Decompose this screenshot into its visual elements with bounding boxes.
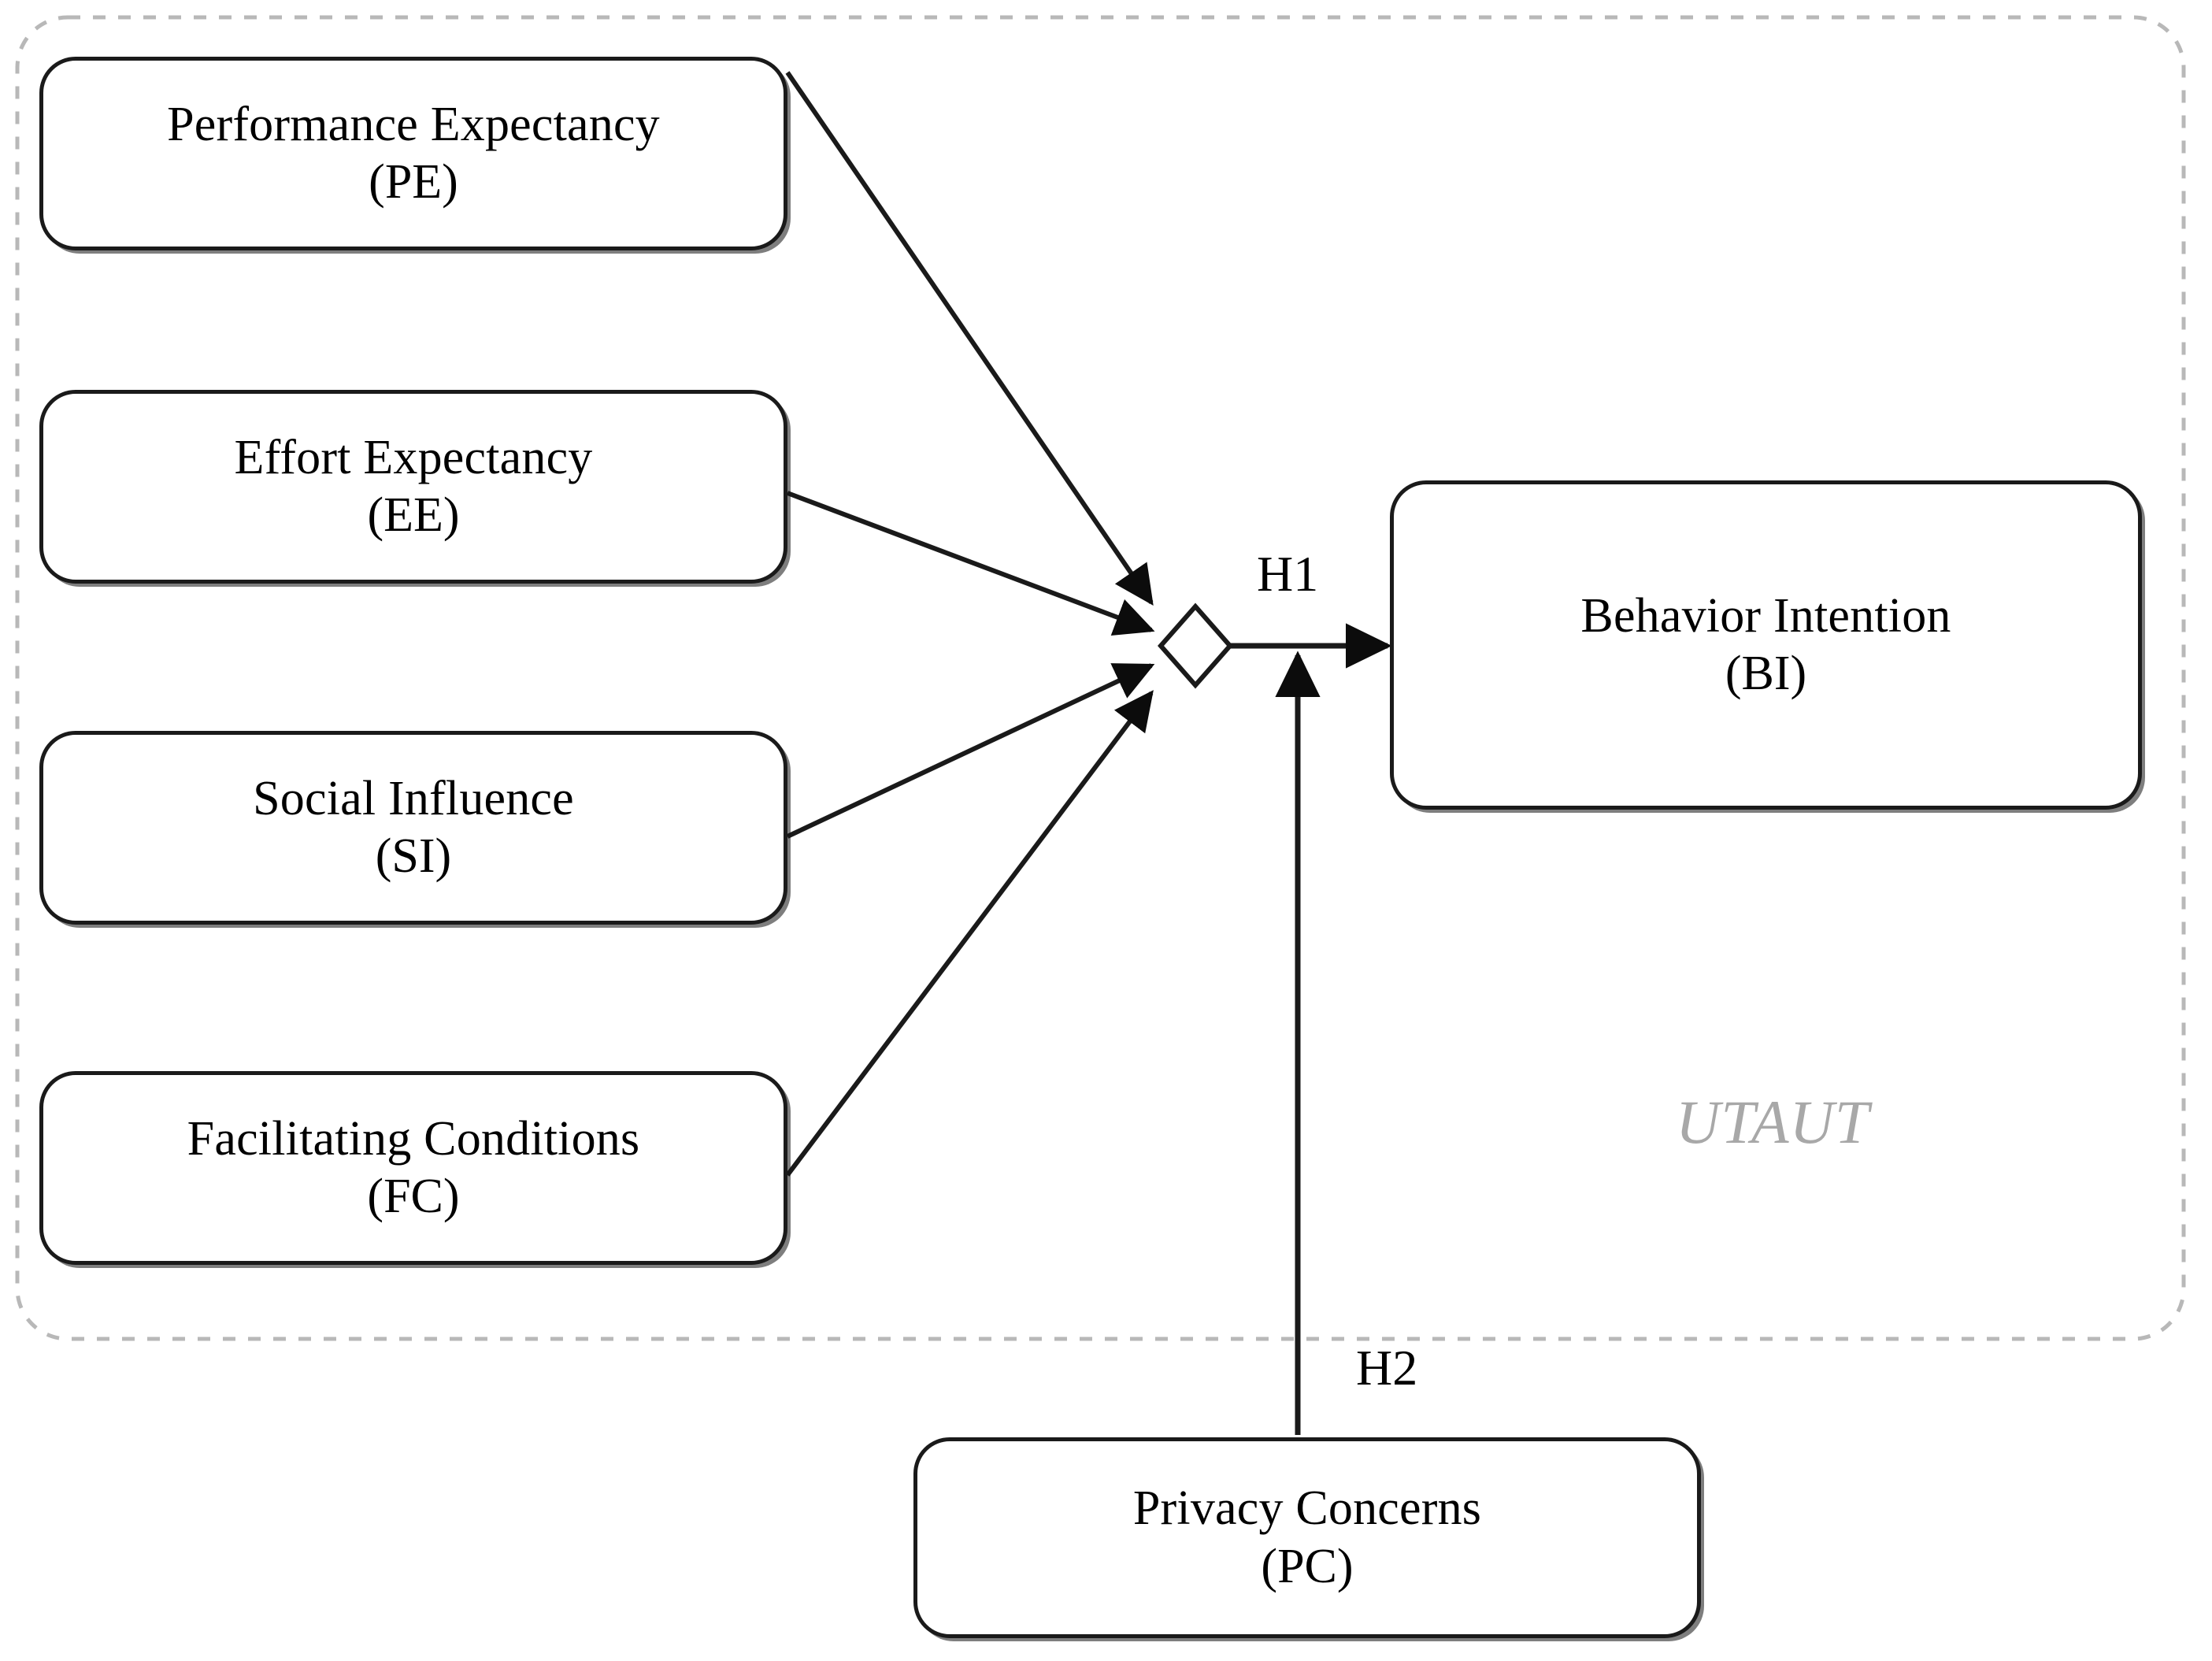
- node-effort-expectancy[interactable]: Effort Expectancy (EE): [39, 390, 787, 584]
- node-label-line1: Privacy Concerns: [1132, 1481, 1482, 1536]
- node-label-line2: (FC): [367, 1170, 460, 1223]
- edge-ee-to-junction: [786, 491, 1155, 636]
- node-behavior-intention[interactable]: Behavior Intention (BI): [1390, 480, 2142, 810]
- node-label-line1: Facilitating Conditions: [187, 1111, 640, 1166]
- node-label-line1: Social Influence: [253, 771, 574, 825]
- node-performance-expectancy[interactable]: Performance Expectancy (PE): [39, 57, 787, 250]
- edge-label-h2: H2: [1356, 1340, 1418, 1396]
- moderator-diamond: [1158, 602, 1233, 689]
- edge-fc-to-junction: [785, 690, 1154, 1177]
- region-label-utaut: UTAUT: [1676, 1088, 1870, 1156]
- node-privacy-concerns[interactable]: Privacy Concerns (PC): [913, 1437, 1701, 1638]
- node-label-line2: (EE): [367, 488, 460, 542]
- node-facilitating-conditions[interactable]: Facilitating Conditions (FC): [39, 1071, 787, 1265]
- node-label-line2: (BI): [1725, 647, 1807, 700]
- node-label-line2: (PC): [1261, 1539, 1354, 1593]
- node-label-line2: (SI): [375, 829, 452, 883]
- node-label-line1: Behavior Intention: [1580, 588, 1951, 643]
- edge-label-h1: H1: [1257, 546, 1319, 602]
- node-label-line2: (PE): [369, 155, 458, 209]
- edge-pe-to-junction: [785, 71, 1154, 606]
- edge-si-to-junction: [786, 663, 1155, 839]
- node-label-line1: Effort Expectancy: [234, 430, 593, 484]
- node-label-line1: Performance Expectancy: [167, 97, 660, 151]
- node-social-influence[interactable]: Social Influence (SI): [39, 731, 787, 925]
- utaut-region-boundary: [15, 15, 2186, 1341]
